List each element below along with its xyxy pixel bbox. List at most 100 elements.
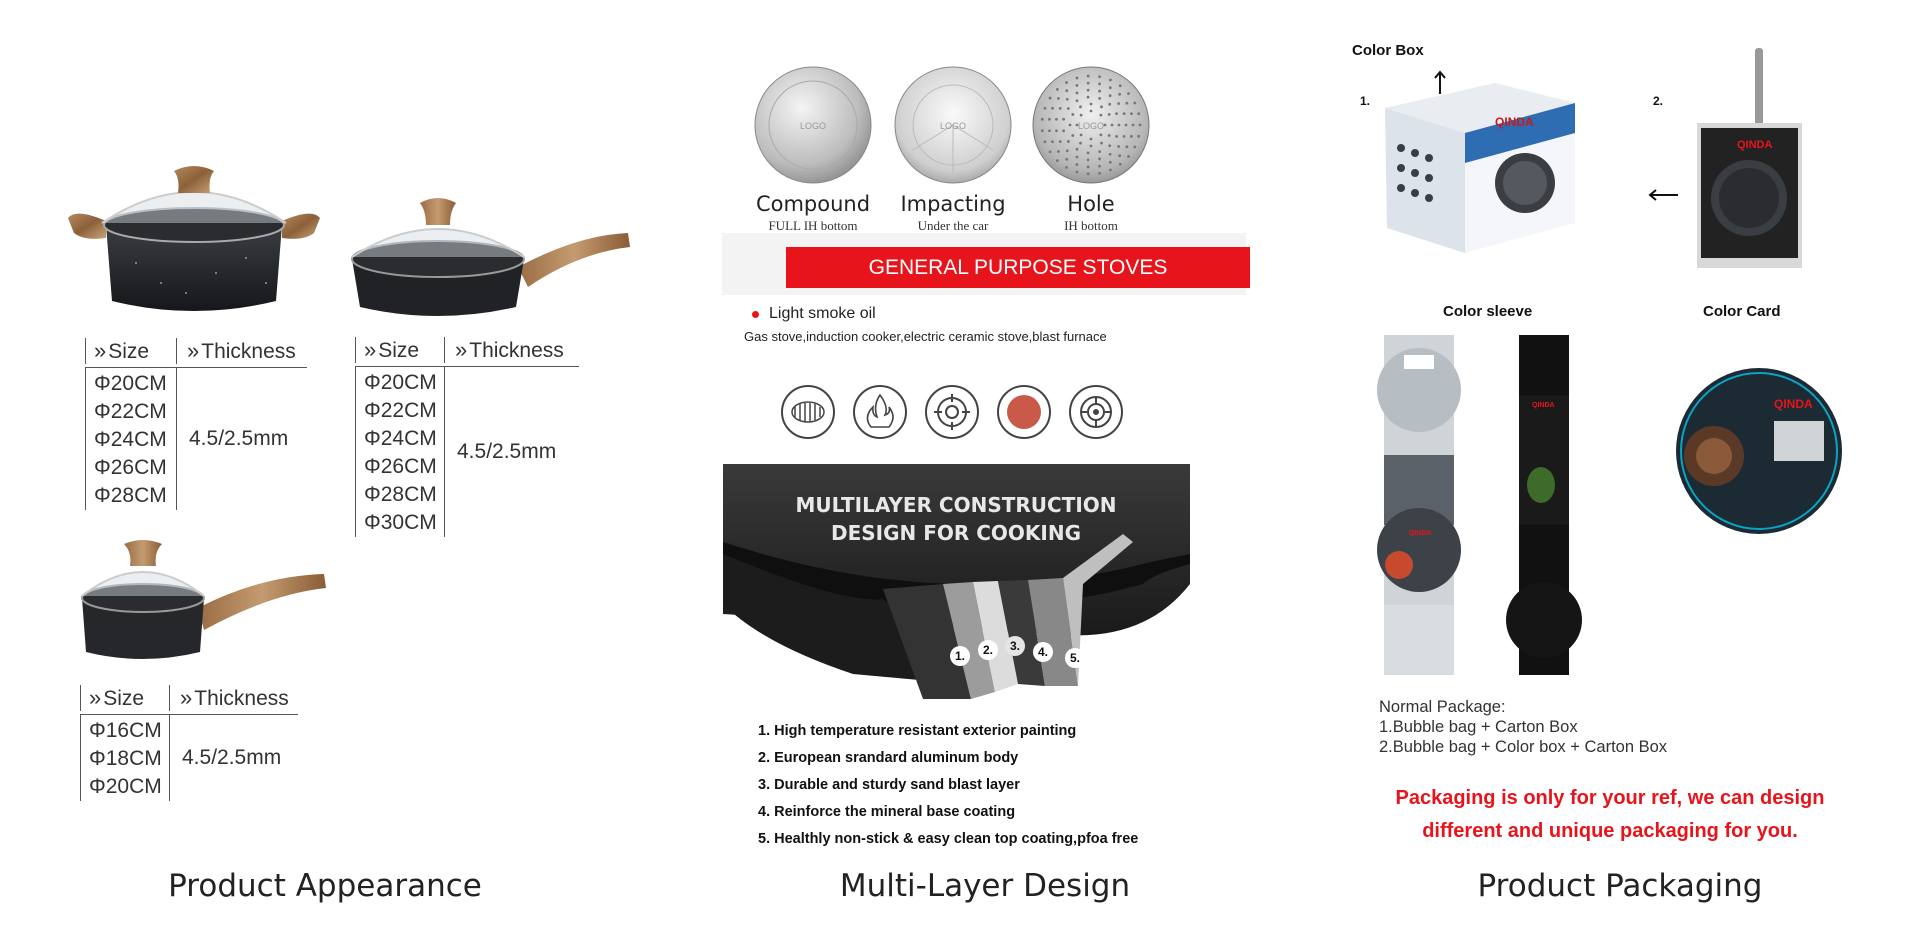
construction-title-line1: MULTILAYER CONSTRUCTION [795,493,1116,517]
color-box-title: Color Box [1352,42,1424,59]
normal-package-info: Normal Package: 1.Bubble bag + Carton Bo… [1379,697,1667,757]
size-value: Φ22CM [94,400,167,423]
thickness-header: »Thickness [187,338,296,363]
size-value: Φ16CM [89,719,162,742]
size-header: »Size [355,337,445,363]
chevron-right-icon: » [180,685,193,710]
compound-bottom-image: LOGO [753,65,873,190]
size-table-casserole: »Size »Thickness Φ20CM Φ22CM Φ24CM Φ26CM… [85,336,307,510]
color-sleeve-gray-image: QINDA [1374,335,1464,680]
size-value: Φ28CM [94,484,167,507]
logo-placeholder: LOGO [940,121,966,131]
thickness-value: 4.5/2.5mm [457,440,557,463]
chevron-right-icon: » [89,685,102,710]
arrow-up-icon [1433,70,1447,99]
product-packaging-panel: Color Box 1. 2. QINDA QINDA [1300,0,1920,947]
saucepan-image [80,538,326,664]
brand-logo: QINDA [1532,402,1555,409]
feature-list: 1. High temperature resistant exterior p… [758,718,1138,853]
color-card-image: QINDA [1674,366,1844,541]
size-table-saute-pan: »Size »Thickness Φ20CM Φ22CM Φ24CM Φ26CM… [355,335,579,537]
size-list: Φ20CM Φ22CM Φ24CM Φ26CM Φ28CM Φ30CM [355,367,445,537]
bullet-dot-icon [752,310,759,318]
normal-package-item: 1.Bubble bag + Carton Box [1379,718,1578,736]
size-header: »Size [85,338,177,364]
construction-title-line2: DESIGN FOR COOKING [831,521,1081,545]
chevron-right-icon: » [94,338,107,363]
bottom-name: Hole [1067,192,1115,216]
pan-in-box-image: QINDA [1697,48,1827,273]
size-value: Φ20CM [94,372,167,395]
hole-label: Hole IH bottom [1016,192,1166,234]
feature-item: 2. European srandard aluminum body [758,750,1019,766]
thickness-header: »Thickness [180,685,289,710]
chevron-right-icon: » [187,338,200,363]
section-caption: Multi-Layer Design [839,868,1131,904]
layer-number: 1. [955,649,965,663]
color-sleeve-black-image: QINDA [1499,335,1589,680]
section-caption: Product Appearance [168,868,482,904]
coil-stove-icon [781,385,835,439]
bottom-sub: FULL IH bottom [768,218,858,233]
color-box-image: QINDA [1375,78,1585,263]
thickness-value: 4.5/2.5mm [182,746,282,769]
normal-package-title: Normal Package: [1379,698,1506,716]
size-value: Φ24CM [364,427,437,450]
bottom-sub: Under the car [917,218,989,233]
feature-item: 3. Durable and sturdy sand blast layer [758,777,1020,793]
brand-logo: QINDA [1495,115,1534,129]
bottom-sub: IH bottom [1064,218,1118,233]
multilayer-construction-image: MULTILAYER CONSTRUCTION DESIGN FOR COOKI… [723,464,1190,700]
size-list: Φ20CM Φ22CM Φ24CM Φ26CM Φ28CM [85,368,177,510]
chevron-right-icon: » [364,337,377,362]
size-value: Φ20CM [89,775,162,798]
color-card-title: Color Card [1703,303,1781,320]
logo-placeholder: LOGO [800,121,826,131]
color-sleeve-title: Color sleeve [1443,303,1533,320]
size-value: Φ30CM [364,511,437,534]
bottom-name: Impacting [900,192,1006,216]
option-number: 1. [1360,94,1371,108]
multilayer-design-panel: LOGO LOGO LOGO Compound FULL IH bottom I… [660,0,1300,947]
gas-burner-icon [925,385,979,439]
ceramic-plate-icon [997,385,1051,439]
feature-item: 1. High temperature resistant exterior p… [758,723,1077,739]
layer-number: 5. [1070,651,1080,665]
saute-pan-image [348,195,630,323]
brand-logo: QINDA [1409,530,1432,537]
size-value: Φ20CM [364,371,437,394]
layer-number: 4. [1038,645,1048,659]
chevron-right-icon: » [455,337,468,362]
arrow-left-icon [1648,188,1678,207]
stove-types-text: Gas stove,induction cooker,electric cera… [744,329,1107,344]
bottom-name: Compound [755,192,871,216]
logo-placeholder: LOGO [1078,121,1104,131]
impacting-label: Impacting Under the car [878,192,1028,234]
impacting-bottom-image: LOGO [893,65,1013,190]
size-list: Φ16CM Φ18CM Φ20CM [80,715,170,801]
stoves-banner-text: GENERAL PURPOSE STOVES [786,247,1250,288]
section-caption: Product Packaging [1477,868,1763,904]
flame-icon [853,385,907,439]
stoves-banner: GENERAL PURPOSE STOVES [722,233,1250,295]
feature-item: 4. Reinforce the mineral base coating [758,804,1016,820]
brand-logo: QINDA [1737,139,1773,151]
normal-package-item: 2.Bubble bag + Color box + Carton Box [1379,738,1668,756]
size-table-saucepan: »Size »Thickness Φ16CM Φ18CM Φ20CM 4.5/2… [80,683,298,801]
brand-logo: QINDA [1774,397,1813,411]
packaging-note: Packaging is only for your ref, we can d… [1360,782,1860,848]
thickness-value: 4.5/2.5mm [189,427,289,450]
product-appearance-panel: »Size »Thickness Φ20CM Φ22CM Φ24CM Φ26CM… [0,0,660,947]
bullet-item: Light smoke oil [752,305,876,323]
compound-label: Compound FULL IH bottom [738,192,888,234]
packaging-note-line: different and unique packaging for you. [1422,820,1798,842]
size-value: Φ26CM [94,456,167,479]
size-value: Φ22CM [364,399,437,422]
size-header: »Size [80,685,170,711]
size-value: Φ28CM [364,483,437,506]
thickness-header: »Thickness [455,337,564,362]
induction-icon [1069,385,1123,439]
size-value: Φ24CM [94,428,167,451]
casserole-pot-image [66,163,322,323]
option-number: 2. [1653,94,1664,108]
